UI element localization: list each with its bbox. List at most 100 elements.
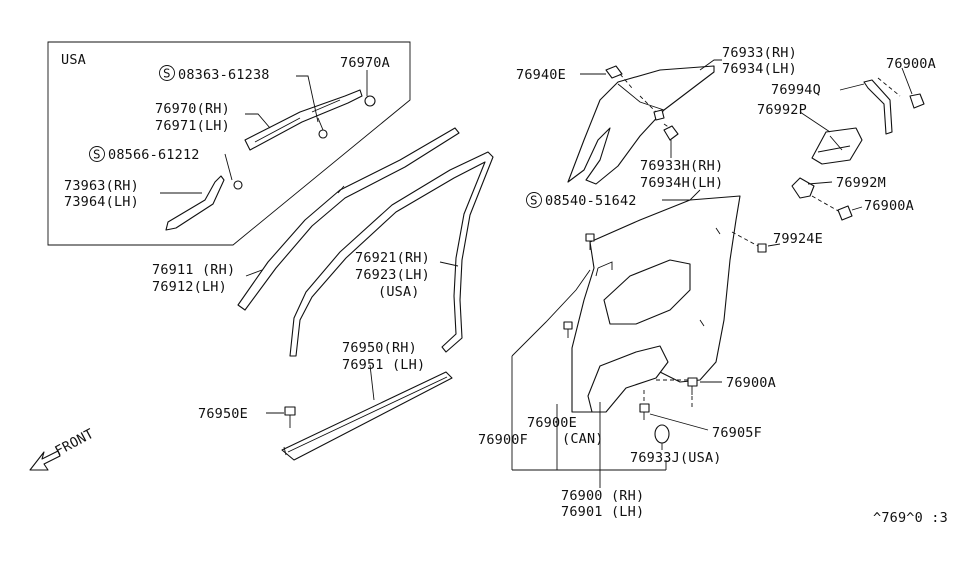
label-76934H-lh: 76934H(LH) [640,175,723,191]
clip-76940E-dash [619,73,633,89]
label-76923-lh: 76923(LH) [355,267,430,283]
leader-76900A-mid [851,206,863,211]
leader-08540 [662,189,701,201]
label-08540-51642: 08540-51642 [545,193,637,209]
pillar-trim-notch [337,185,345,194]
clip-76933H-dash [639,95,671,129]
svg-text:S: S [93,147,101,162]
front-label: FRONT [52,426,96,460]
label-79924E: 79924E [773,231,823,247]
clip-mid-left [563,321,573,338]
label-76900A-mid: 76900A [864,198,914,214]
clip-76900A-top [909,93,925,109]
sill-plate-76950: 76950(RH) 76951 (LH) 76950E [198,340,453,461]
clip-76933H [663,125,679,141]
screw-symbol-08566: S [89,146,105,162]
bracket-76994Q [863,79,893,135]
screw-symbol-08540: S [526,192,542,208]
label-76912-lh: 76912(LH) [152,279,227,295]
clip-76950E [284,406,296,428]
label-76921-rh: 76921(RH) [355,250,430,266]
label-76905F: 76905F [712,425,762,441]
label-76970-rh: 76970(RH) [155,101,230,117]
right-brackets: 76900A 76994Q 76992P 76992M 76900A [757,56,936,221]
label-73963-rh: 73963(RH) [64,178,139,194]
leader-76905F [649,413,709,431]
quarter-trim-76900: 79924E 76900A 76905F 76933J(USA) 76900E … [478,195,823,520]
pillar-trim-shape [237,127,460,311]
pillar-trim-76911: 76911 (RH) 76912(LH) [152,127,460,311]
label-08566-61212: 08566-61212 [108,147,200,163]
clip-76905F [639,390,650,420]
bracket-73963 [165,175,225,231]
quarter-trim-window [603,259,691,325]
label-76951-lh: 76951 (LH) [342,357,425,373]
label-76933-rh: 76933(RH) [722,45,797,61]
label-76900E-can: (CAN) [562,431,604,447]
leader-76950 [369,364,375,401]
label-76900E: 76900E [527,415,577,431]
label-76940E: 76940E [516,67,566,83]
bracket-76992P-detail [817,135,851,153]
clip-upper-left [585,233,595,250]
clip-76933H-upper [653,109,665,121]
upper-pillar-edge [617,83,665,111]
usa-inset: USA 76970A S 08363-61238 76970(RH) 76971… [47,41,411,246]
screw-symbol-08363: S [159,65,175,81]
grommet-76933J [654,424,670,444]
sill-plate-detail [283,376,448,456]
front-arrow-icon [29,450,61,471]
svg-text:S: S [530,193,538,208]
upper-pillar-shape [567,65,715,185]
label-76901-lh: 76901 (LH) [561,504,644,520]
screw-08363 [318,129,328,139]
clip-76970A [364,95,376,107]
label-76900A-low: 76900A [726,375,776,391]
label-76923-usa: (USA) [378,284,420,300]
leader-76992P [799,111,831,133]
label-76900F: 76900F [478,432,528,448]
bracket-76992M [791,177,815,199]
inset-label: USA [61,52,86,68]
sill-plate-shape [281,371,453,461]
bracket-76994Q-dash [877,77,901,97]
label-76950E: 76950E [198,406,248,422]
reference-code: ^769^0 :3 [873,510,948,526]
lower-trim-panel [587,345,669,413]
label-76911-rh: 76911 (RH) [152,262,235,278]
clip-76940E [605,65,623,79]
upper-pillar-76933: 76940E 76933(RH) 76934(LH) 76933H(RH) 76… [516,45,797,209]
screw-08363-shank [317,117,324,131]
weatherstrip-shape [289,151,494,357]
label-76992P: 76992P [757,102,807,118]
leader-76911 [245,269,263,277]
svg-text:S: S [163,66,171,81]
label-76992M: 76992M [836,175,886,191]
leader-76994Q [839,83,865,91]
label-76971-lh: 76971(LH) [155,118,230,134]
bracket-76970-detail [254,99,341,143]
label-76970A: 76970A [340,55,390,71]
leader-08363 [296,75,319,123]
label-76950-rh: 76950(RH) [342,340,417,356]
assembly-leaders [556,402,667,488]
label-76900-rh: 76900 (RH) [561,488,644,504]
label-73964-lh: 73964(LH) [64,194,139,210]
label-76900A-top: 76900A [886,56,936,72]
leader-76921 [439,261,459,267]
quarter-trim-tab [595,261,613,277]
bracket-76992M-dash [811,195,841,213]
label-08363-61238: 08363-61238 [178,67,270,83]
leader-79924E [767,243,781,247]
inset-frame [47,41,411,246]
assembly-edge [511,269,591,357]
front-arrow: FRONT [29,426,97,471]
leader-08566 [224,153,233,181]
weatherstrip-76921: 76921(RH) 76923(LH) (USA) [289,151,494,357]
leader-76992M [807,181,833,185]
assembly-bracket [511,356,666,471]
label-76994Q: 76994Q [771,82,821,98]
label-76934-lh: 76934(LH) [722,61,797,77]
label-76933J: 76933J(USA) [630,450,722,466]
